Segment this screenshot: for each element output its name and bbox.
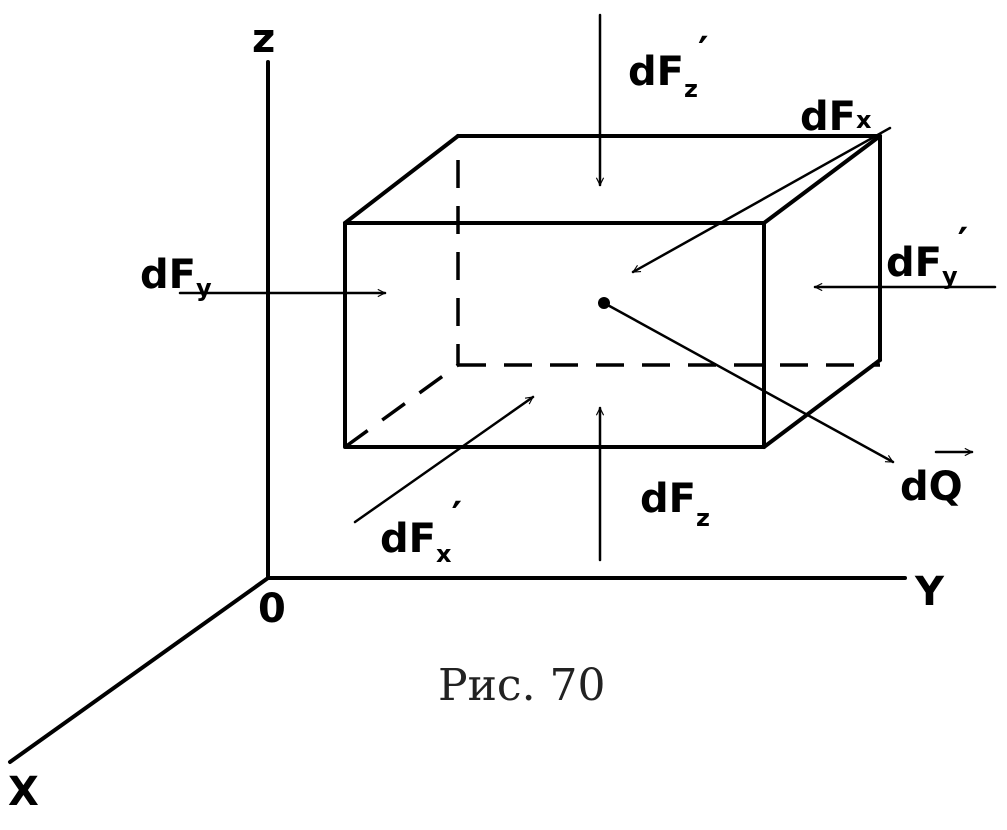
label-dFz-prime-base: dF — [628, 49, 684, 95]
box-top-right-edge — [762, 134, 882, 225]
label-dFx-sub: x — [856, 106, 872, 134]
arrow-dQ — [602, 301, 895, 464]
axis-label-z: z — [252, 16, 275, 62]
label-dFy-prime-mark: ′ — [958, 220, 969, 266]
svg-text:dFy′: dFy′ — [886, 220, 968, 290]
label-dFy-prime-base: dF — [886, 240, 942, 286]
label-dFx-prime-base: dF — [380, 516, 436, 562]
svg-text:dFz′: dFz′ — [628, 29, 708, 103]
coordinate-axes — [8, 60, 907, 764]
label-dFy-base: dF — [140, 252, 196, 298]
label-dFx-prime: dFx′ — [380, 494, 462, 568]
label-dFy: dFy — [140, 252, 212, 302]
arrow-dFx — [631, 126, 892, 274]
origin-label: 0 — [258, 586, 286, 632]
label-dFx-prime-sub: x — [436, 540, 452, 568]
label-dFz-prime: dFz′ — [628, 29, 708, 103]
svg-text:dFx: dFx — [800, 94, 872, 140]
label-dFy-prime: dFy′ — [886, 220, 968, 290]
box-hidden-depth-edge — [343, 363, 460, 449]
axis-label-y: Y — [914, 569, 945, 615]
element-center-point — [598, 297, 610, 309]
figure-caption: Рис. 70 — [438, 660, 606, 711]
label-dFx-prime-mark: ′ — [451, 494, 462, 540]
label-dFy-sub: y — [196, 274, 212, 302]
axis-label-x: X — [8, 769, 39, 815]
label-dFz-sub: z — [696, 504, 710, 532]
x-axis-line — [8, 576, 270, 764]
force-arrows — [178, 13, 997, 562]
svg-text:dFy: dFy — [140, 252, 212, 302]
svg-text:dFx′: dFx′ — [380, 494, 462, 568]
arrow-dFx-prime — [353, 395, 535, 524]
label-dFz-prime-sub: z — [684, 75, 698, 103]
box-front-face — [343, 221, 766, 449]
label-dFz-base: dF — [640, 476, 696, 522]
svg-text:dFz: dFz — [640, 476, 710, 532]
label-dFz-prime-mark: ′ — [698, 29, 709, 75]
label-dQ-text: dQ — [900, 464, 963, 510]
label-dQ: dQ — [900, 452, 974, 510]
box-top-left-edge — [343, 134, 460, 225]
box-bottom-right-edge — [762, 358, 882, 449]
label-dFx-base: dF — [800, 94, 856, 140]
label-dFz: dFz — [640, 476, 710, 532]
label-dFy-prime-sub: y — [942, 262, 958, 290]
fluid-element-box — [343, 134, 882, 449]
label-dFx: dFx — [800, 94, 872, 140]
